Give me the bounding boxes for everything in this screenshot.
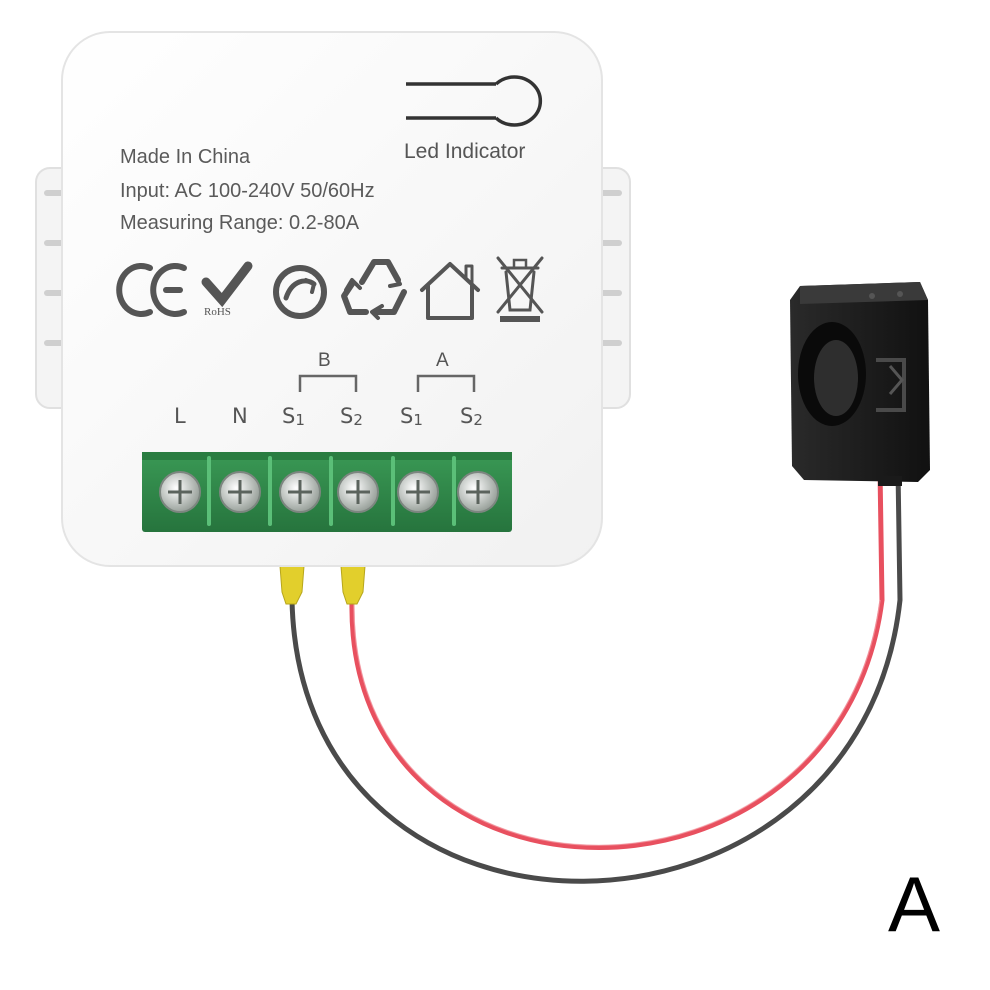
led-indicator-icon: [406, 75, 543, 127]
red-wire: [349, 467, 885, 850]
channel-brackets: [298, 374, 476, 392]
screw-b-s2: [337, 471, 379, 513]
screw-a-s1: [397, 471, 439, 513]
home-icon: [420, 262, 480, 320]
wires: [289, 467, 903, 884]
ferrule-left: [279, 565, 305, 605]
variant-label: A: [888, 860, 941, 948]
current-clamp: [790, 282, 930, 486]
rohs-text: RoHS: [204, 306, 231, 318]
wire-ferrules: [279, 565, 366, 605]
led-indicator-label: Led Indicator: [404, 140, 526, 163]
screw-n: [219, 471, 261, 513]
recycle-icon: [341, 259, 407, 320]
channel-b-label: B: [318, 350, 331, 371]
terminal-label-l: L: [174, 404, 186, 428]
screw-a-s2: [457, 471, 499, 513]
terminal-block: [142, 452, 512, 532]
bracket-b: [298, 374, 358, 392]
terminal-label-a-s1: S1: [400, 404, 423, 429]
ce-mark-icon: [116, 263, 187, 317]
rohs-check-icon: [201, 261, 253, 308]
terminal-label-b-s1: S1: [282, 404, 305, 429]
green-dot-icon: [273, 265, 327, 319]
screw-b-s1: [279, 471, 321, 513]
screw-l: [159, 471, 201, 513]
channel-a-label: A: [436, 350, 449, 371]
measuring-range-label: Measuring Range: 0.2-80A: [120, 212, 360, 234]
weee-bin-icon: [496, 256, 544, 322]
device-housing: [61, 31, 603, 567]
terminal-label-n: N: [232, 404, 248, 428]
made-in-label: Made In China: [120, 146, 251, 168]
bracket-a: [416, 374, 476, 392]
terminal-screws: [159, 471, 499, 513]
input-spec-label: Input: AC 100-240V 50/60Hz: [120, 180, 375, 202]
terminal-label-a-s2: S2: [460, 404, 483, 429]
certification-icons: [116, 256, 544, 322]
black-wire: [289, 467, 903, 884]
ferrule-right: [340, 565, 366, 605]
terminal-label-b-s2: S2: [340, 404, 363, 429]
